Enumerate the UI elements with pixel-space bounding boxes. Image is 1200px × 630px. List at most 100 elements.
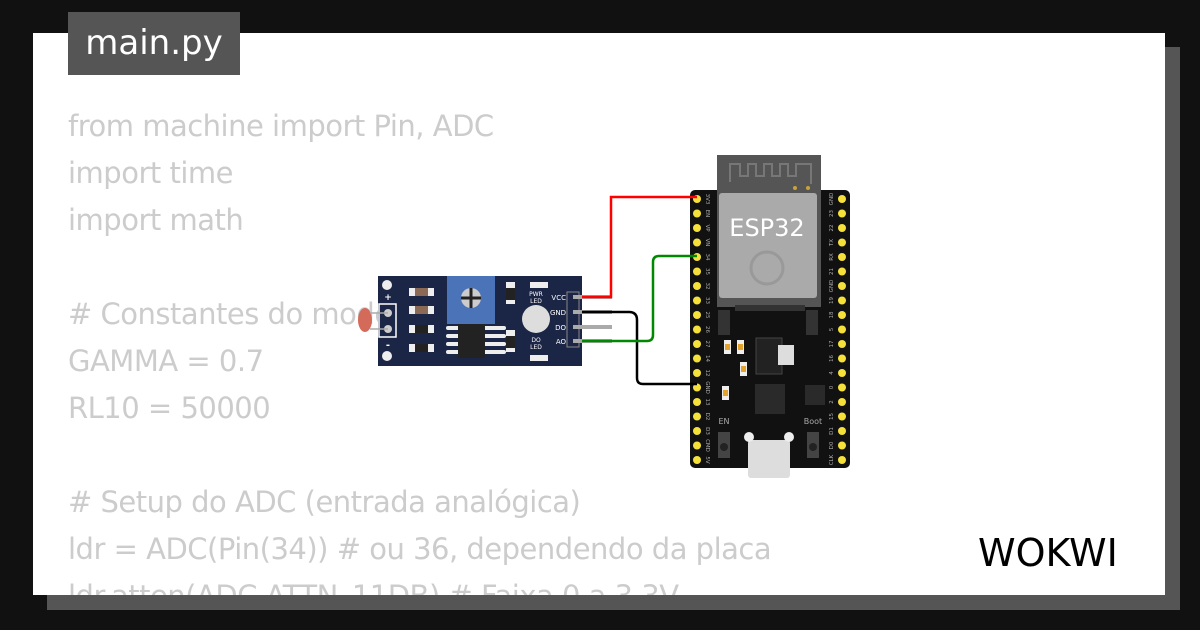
pin-right-d0[interactable] [838,441,846,450]
pin-label: 18 [829,311,835,318]
pin-right-clk[interactable] [838,456,846,464]
pin-label-vcc: VCC [551,294,566,302]
pin-label: 14 [704,355,710,362]
pin-label: D1 [829,427,835,435]
pin-label: 35 [704,268,710,275]
pin-label: 4 [829,371,835,375]
pin-left-27[interactable] [693,340,701,348]
pin-label: 32 [704,283,710,290]
pin-label: 21 [829,268,835,275]
pin-label: 3V3 [704,194,710,205]
pwr-led-label: LED [530,298,542,305]
espressif-logo-icon [749,250,785,286]
wire-vcc[interactable] [582,195,697,299]
pin-left-5v[interactable] [693,456,701,464]
pin-right-21[interactable] [838,267,846,276]
photoresistor [358,308,372,332]
pin-right-tx[interactable] [838,238,846,247]
code-line: ldr.atten(ADC.ATTN_11DB) # Faixa 0 a 3.3… [68,573,771,595]
pin-right-22[interactable] [838,224,846,232]
pin-right-5[interactable] [838,325,846,334]
pin-label: 5 [829,327,835,331]
pin-right-gnd[interactable] [838,195,846,203]
pin-left-d2[interactable] [693,412,701,421]
boot-label: Boot [804,417,822,426]
pin-left-26[interactable] [693,325,701,334]
pin-right-19[interactable] [838,296,846,305]
pin-label: 33 [704,297,710,304]
pin-label-do: DO [555,324,566,332]
pin-right-rx[interactable] [838,253,846,261]
pin-right-18[interactable] [838,311,846,319]
esp32-label: ESP32 [729,214,804,242]
pin-label: GND [704,381,710,394]
pin-left-gnd[interactable] [693,383,701,392]
wire-ao[interactable] [582,254,697,343]
pin-label: 2 [829,400,835,404]
pin-left-13[interactable] [693,398,701,406]
pin-right-16[interactable] [838,354,846,363]
pin-label: 25 [704,312,710,319]
esp32-board[interactable]: ESP32 EN Boot 3V3ENVPVN34353233252627141… [690,155,850,478]
pin-label: 22 [829,225,835,232]
pin-right-gnd[interactable] [838,282,846,290]
pin-left-35[interactable] [693,267,701,276]
pin-label: 16 [829,355,835,362]
pin-label-gnd: GND [550,309,566,317]
pin-label: D2 [704,413,710,421]
usb-uart-chip [755,384,785,414]
do-led-label: DO [531,337,541,344]
usb-port[interactable] [748,440,790,478]
sensor-led [522,305,550,333]
pin-left-12[interactable] [693,369,701,377]
pin-right-17[interactable] [838,340,846,348]
pin-left-d3[interactable] [693,427,701,435]
pin-right-d1[interactable] [838,427,846,435]
pin-right-2[interactable] [838,398,846,406]
pin-label: 23 [829,210,835,217]
pin-left-33[interactable] [693,296,701,305]
pin-label: VN [704,239,710,247]
pin-label: RX [829,253,835,261]
pin-right-23[interactable] [838,209,846,218]
pin-left-cmd[interactable] [693,441,701,450]
pin-right-15[interactable] [838,412,846,421]
pwr-led-label: PWR [529,291,543,298]
pin-label: D3 [704,427,710,435]
pin-label: 0 [829,385,835,389]
pin-label: CMD [704,439,710,452]
pin-right-4[interactable] [838,369,846,377]
filename-tab[interactable]: main.py [68,12,240,75]
wire-gnd[interactable] [582,310,697,386]
pin-left-25[interactable] [693,311,701,319]
pin-label: 17 [829,340,835,347]
minus-label: - [386,340,390,351]
code-line: import time [68,156,234,190]
code-line: # Setup do ADC (entrada analógica) [68,485,581,519]
pin-label: TX [829,239,835,247]
pin-label-ao: AO [556,338,567,346]
pin-left-en[interactable] [693,209,701,218]
pin-left-vn[interactable] [693,238,701,247]
pin-label: VP [704,224,710,232]
pin-right-0[interactable] [838,383,846,392]
pin-label: GND [829,280,835,293]
pin-left-vp[interactable] [693,224,701,232]
pin-label: 13 [704,399,710,406]
pin-left-32[interactable] [693,282,701,290]
ldr-sensor-module[interactable]: + - PWR LED DO LED VCC GND DO AO [358,276,612,366]
comparator-chip [458,324,485,358]
code-line: import math [68,203,244,237]
pin-label: GND [829,193,835,206]
code-line: ldr = ADC(Pin(34)) # ou 36, dependendo d… [68,532,772,566]
wokwi-logo-text: WOKWI [978,531,1118,575]
wokwi-logo: WOKWI [978,531,1118,575]
pin-label: 12 [704,370,710,377]
pin-label: EN [704,210,710,218]
pin-label: 19 [829,297,835,304]
do-led [530,355,548,361]
pin-left-14[interactable] [693,354,701,363]
pin-label: 5V [704,456,710,463]
